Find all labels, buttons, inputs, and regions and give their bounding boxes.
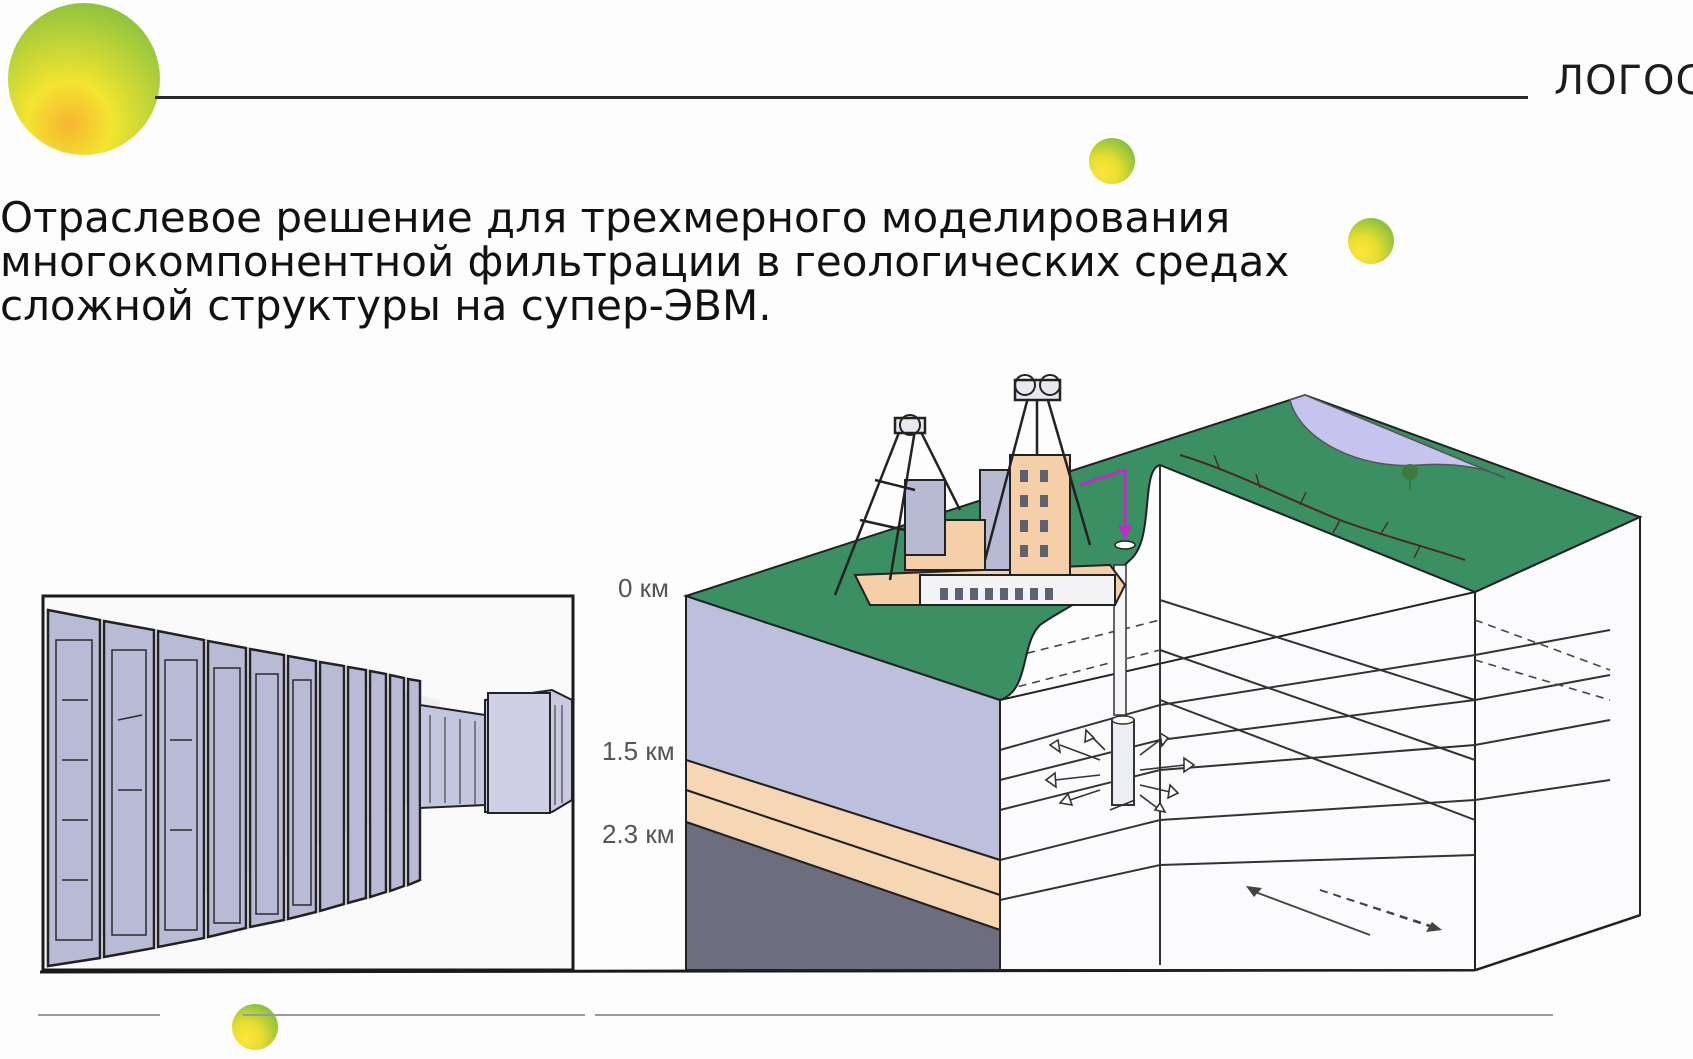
depth-label-2-3km: 2.3 км xyxy=(602,819,675,849)
depth-label-1-5km: 1.5 км xyxy=(602,736,675,766)
brand-logo-text: ЛОГОС xyxy=(1554,58,1693,104)
title-line-1: Отраслевое решение для трехмерного модел… xyxy=(0,193,1231,242)
depth-label-0km: 0 км xyxy=(618,573,669,603)
footer-rule xyxy=(38,1014,160,1016)
top-rule xyxy=(155,96,1528,99)
decor-dot-large xyxy=(8,3,160,155)
geology-block-illustration xyxy=(682,374,1643,972)
mine-buildings-illustration xyxy=(833,374,1136,606)
decor-dot xyxy=(1089,138,1135,184)
title-line-2: многокомпонентной фильтрации в геологиче… xyxy=(0,237,1290,286)
page-title: Отраслевое решение для трехмерного модел… xyxy=(0,196,1330,328)
supercomputer-racks-illustration xyxy=(41,594,575,972)
footer-rule xyxy=(595,1014,1553,1016)
decor-dot xyxy=(1348,218,1394,264)
footer-rule xyxy=(243,1014,585,1016)
title-line-3: сложной структуры на супер-ЭВМ. xyxy=(0,281,772,330)
